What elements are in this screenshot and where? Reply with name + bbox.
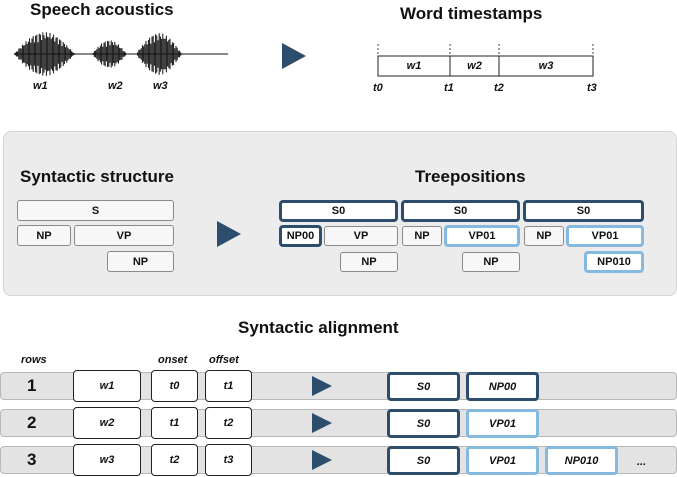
tree1-np00: NP00: [279, 225, 322, 247]
header-onset: onset: [158, 354, 188, 366]
syntactic-alignment-title: Syntactic alignment: [238, 318, 399, 337]
row-onset: t0: [151, 370, 198, 402]
row-number: 3: [27, 450, 37, 469]
tick-t1: t1: [444, 82, 454, 94]
wave-word-1: w1: [33, 80, 48, 92]
row-tag-np00: NP00: [466, 372, 539, 401]
word-timestamps-title: Word timestamps: [400, 4, 543, 23]
row-onset: t2: [151, 444, 198, 476]
row-word: w3: [73, 444, 141, 476]
node-np-2: NP: [107, 251, 174, 272]
row-tag-s0: S0: [387, 446, 460, 475]
tree2-np: NP: [402, 226, 442, 246]
arrow-icon: [312, 376, 332, 396]
row-word: w2: [73, 407, 141, 439]
row-tag-vp01: VP01: [466, 446, 539, 475]
wave-word-2: w2: [108, 80, 123, 92]
timeline: [377, 44, 594, 77]
arrow-icon: [217, 221, 241, 247]
tree3-np: NP: [524, 226, 564, 246]
segment-w2: w2: [467, 60, 482, 72]
node-s: S: [17, 200, 174, 221]
arrow-icon: [282, 43, 306, 69]
tree3-vp01: VP01: [566, 225, 644, 247]
tree3-np010: NP010: [584, 251, 644, 273]
waveform-icon: [14, 32, 229, 76]
row-ellipsis: ...: [637, 456, 647, 468]
tree1-s0: S0: [279, 200, 398, 222]
row-offset: t3: [205, 444, 252, 476]
row-onset: t1: [151, 407, 198, 439]
row-number: 2: [27, 413, 37, 432]
arrow-icon: [312, 413, 332, 433]
tree3-s0: S0: [523, 200, 644, 222]
segment-w1: w1: [406, 60, 422, 72]
tick-t3: t3: [587, 82, 597, 94]
row-offset: t2: [205, 407, 252, 439]
treepositions-title: Treepositions: [415, 167, 526, 186]
row-tag-s0: S0: [387, 372, 460, 401]
tree2-vp01: VP01: [444, 225, 520, 247]
header-offset: offset: [209, 354, 239, 366]
node-np: NP: [17, 225, 71, 246]
arrow-icon: [312, 450, 332, 470]
row-tag-np010: NP010: [545, 446, 618, 475]
row-word: w1: [73, 370, 141, 402]
syntactic-structure-title: Syntactic structure: [20, 167, 174, 186]
speech-acoustics-title: Speech acoustics: [30, 0, 174, 19]
tree2-s0: S0: [401, 200, 520, 222]
header-rows: rows: [21, 354, 47, 366]
tree1-np: NP: [340, 252, 398, 272]
row-tag-vp01: VP01: [466, 409, 539, 438]
tick-t0: t0: [373, 82, 383, 94]
tick-t2: t2: [494, 82, 504, 94]
segment-w3: w3: [538, 60, 554, 72]
row-offset: t1: [205, 370, 252, 402]
tree2-np: NP: [462, 252, 520, 272]
row-number: 1: [27, 376, 37, 395]
wave-word-3: w3: [153, 80, 168, 92]
row-tag-s0: S0: [387, 409, 460, 438]
tree1-vp: VP: [324, 226, 398, 246]
node-vp: VP: [74, 225, 174, 246]
